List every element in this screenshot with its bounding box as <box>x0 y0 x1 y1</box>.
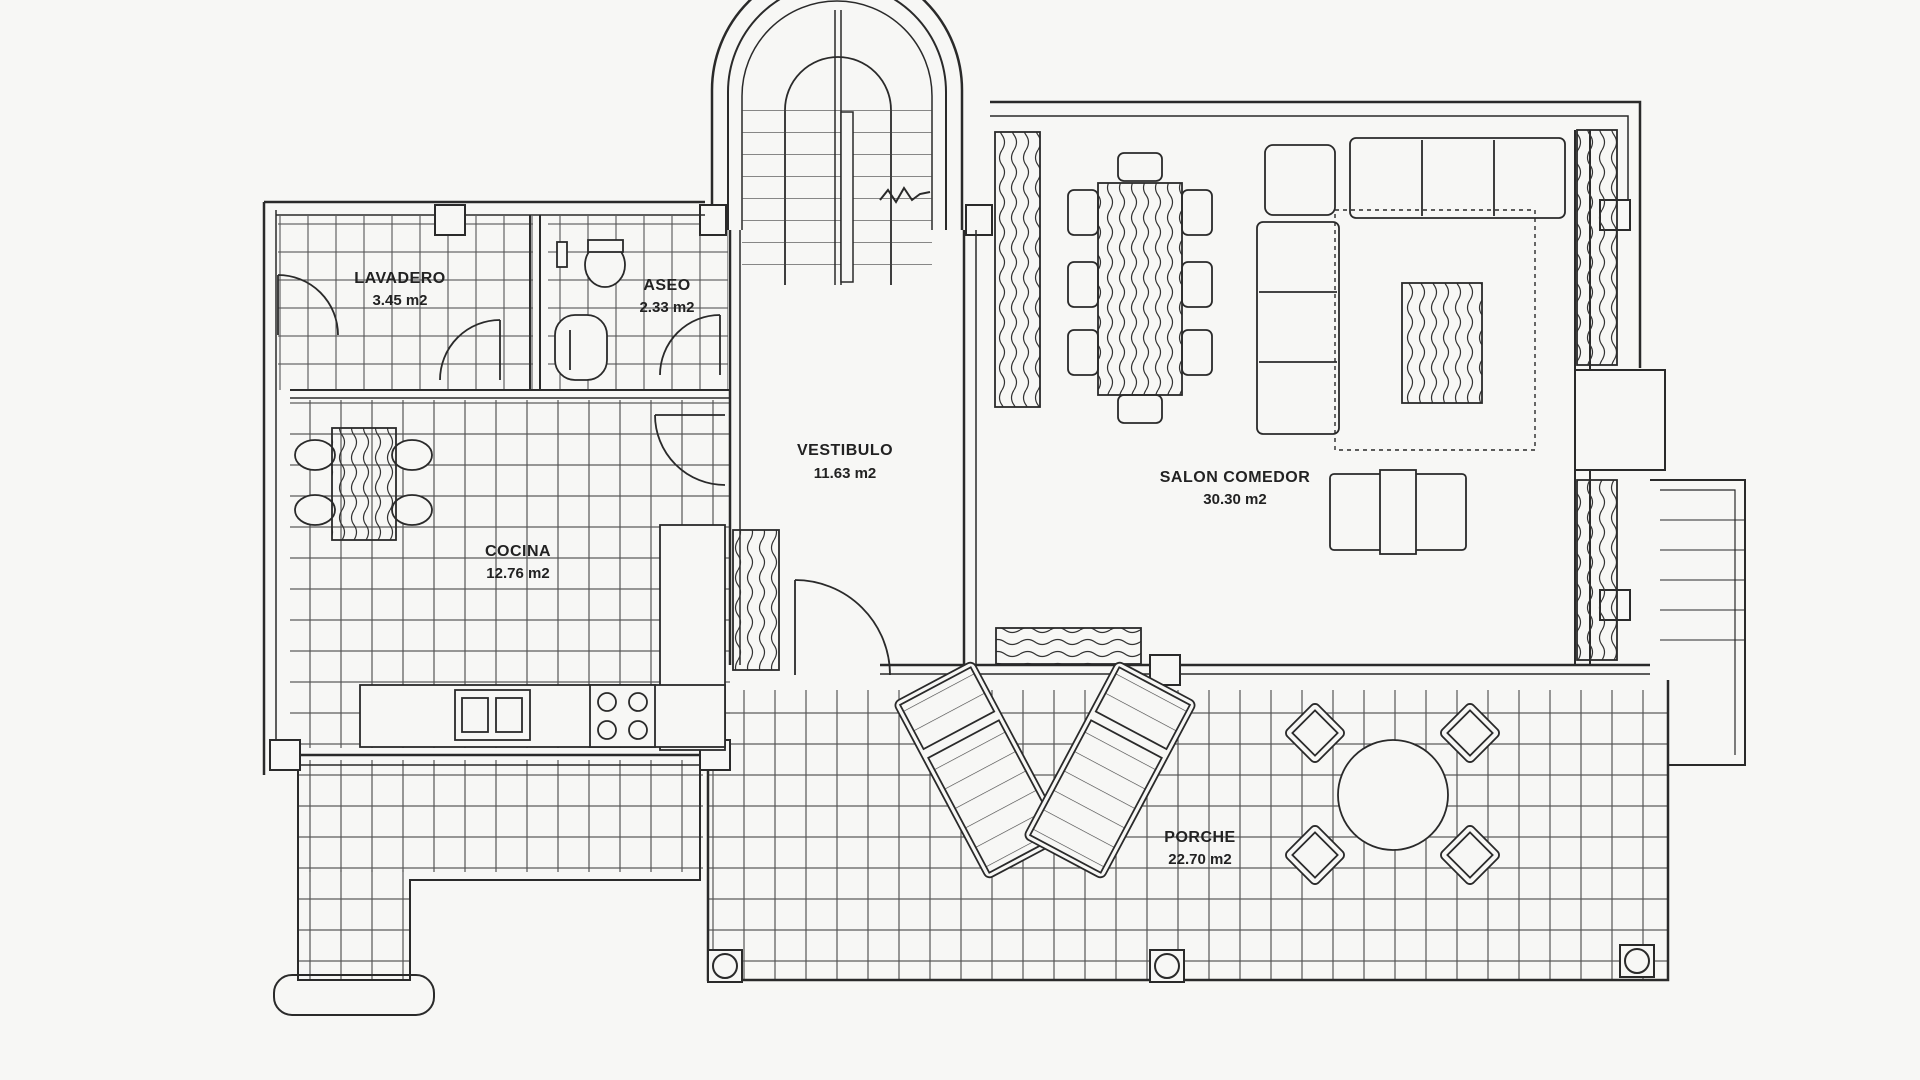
room-labels: LAVADERO 3.45 m2 ASEO 2.33 m2 VESTIBULO … <box>354 270 1311 868</box>
kitchen-fixtures <box>294 427 726 751</box>
room-area-cocina: 12.76 m2 <box>486 565 549 582</box>
salon-dining-set <box>1067 152 1213 424</box>
sofa-set <box>1256 137 1566 555</box>
room-area-aseo: 2.33 m2 <box>639 299 694 316</box>
room-name-aseo: ASEO <box>643 277 690 294</box>
room-area-porche: 22.70 m2 <box>1168 851 1231 868</box>
bathroom-fixtures <box>554 239 626 381</box>
tiled-floors <box>278 216 1668 980</box>
room-name-vestibulo: VESTIBULO <box>797 442 893 459</box>
room-area-vestibulo: 11.63 m2 <box>814 465 877 482</box>
room-name-lavadero: LAVADERO <box>354 270 445 287</box>
room-area-salon-comedor: 30.30 m2 <box>1203 491 1266 508</box>
room-name-salon-comedor: SALON COMEDOR <box>1160 469 1311 486</box>
porch-furniture <box>894 661 1500 885</box>
entrance-stair <box>699 0 993 285</box>
columns <box>269 199 1666 983</box>
walls <box>262 100 1746 1016</box>
room-area-lavadero: 3.45 m2 <box>372 292 427 309</box>
room-name-cocina: COCINA <box>485 543 551 560</box>
door-swings <box>277 274 891 676</box>
wood-panels <box>732 129 1618 671</box>
room-name-porche: PORCHE <box>1164 829 1235 846</box>
